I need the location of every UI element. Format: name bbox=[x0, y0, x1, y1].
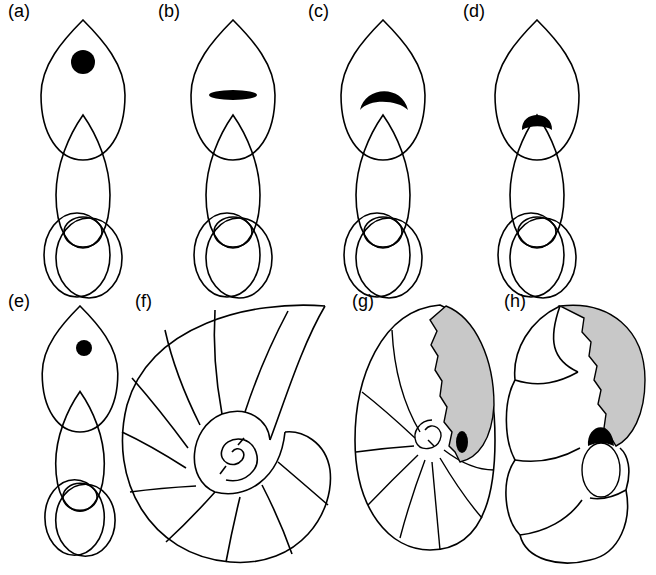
panel-letter: (h) bbox=[504, 292, 526, 312]
crescent-mass bbox=[360, 91, 408, 110]
septum bbox=[245, 311, 288, 412]
septum bbox=[356, 446, 414, 452]
uniserial-test-a bbox=[41, 20, 125, 298]
test-outline bbox=[41, 20, 125, 298]
nucleus-mass bbox=[456, 431, 468, 453]
uniserial-test-e bbox=[42, 306, 118, 556]
septum bbox=[166, 492, 215, 542]
septum bbox=[238, 438, 244, 445]
uniserial-test-b bbox=[191, 20, 275, 298]
septum bbox=[362, 392, 415, 438]
nucleus-mass bbox=[588, 427, 614, 446]
septum bbox=[428, 440, 434, 446]
test-outline bbox=[341, 20, 425, 298]
septum bbox=[262, 485, 292, 554]
inner-spiral bbox=[415, 420, 441, 449]
panel-letter: (a) bbox=[8, 2, 30, 22]
test-outline bbox=[42, 306, 118, 556]
planispiral-test-f bbox=[122, 305, 330, 562]
inner-whorl bbox=[194, 411, 285, 493]
chamber-suture bbox=[554, 306, 578, 372]
uniserial-test-c bbox=[341, 20, 425, 298]
septum bbox=[122, 432, 186, 468]
panel-letter: (b) bbox=[158, 2, 180, 22]
inner-spiral bbox=[221, 439, 257, 481]
apertural-face bbox=[270, 306, 325, 440]
septum bbox=[226, 497, 240, 562]
septum bbox=[400, 460, 425, 538]
panel-letter: (d) bbox=[463, 2, 485, 22]
panel-letter: (f) bbox=[135, 292, 152, 312]
coiled-test-g bbox=[355, 305, 495, 550]
septum bbox=[214, 310, 222, 414]
chamber-suture bbox=[515, 372, 578, 384]
septum bbox=[278, 462, 328, 505]
final-chamber bbox=[430, 306, 494, 462]
nucleus-dot bbox=[71, 50, 95, 74]
septum bbox=[220, 466, 226, 474]
chamber-suture bbox=[515, 448, 580, 461]
small-chamber bbox=[582, 443, 620, 497]
test-outline bbox=[191, 20, 275, 298]
septum bbox=[165, 330, 200, 425]
nucleus-dot bbox=[76, 340, 92, 356]
panel-letter: (c) bbox=[308, 2, 329, 22]
uniserial-test-d bbox=[495, 20, 579, 298]
panel-letter: (g) bbox=[352, 292, 374, 312]
septum bbox=[432, 462, 440, 550]
dome-mass bbox=[522, 115, 552, 130]
test-outline bbox=[495, 20, 579, 298]
septum bbox=[368, 455, 418, 505]
final-chamber bbox=[560, 305, 645, 446]
trochospiral-test-h bbox=[506, 305, 645, 563]
flattened-mass bbox=[209, 90, 257, 100]
chamber-suture bbox=[520, 500, 582, 535]
septum bbox=[392, 330, 420, 432]
test-outline bbox=[355, 305, 495, 550]
septum bbox=[130, 486, 196, 492]
test-outline bbox=[122, 305, 330, 562]
panel-letter: (e) bbox=[8, 292, 30, 312]
septum bbox=[132, 378, 188, 448]
